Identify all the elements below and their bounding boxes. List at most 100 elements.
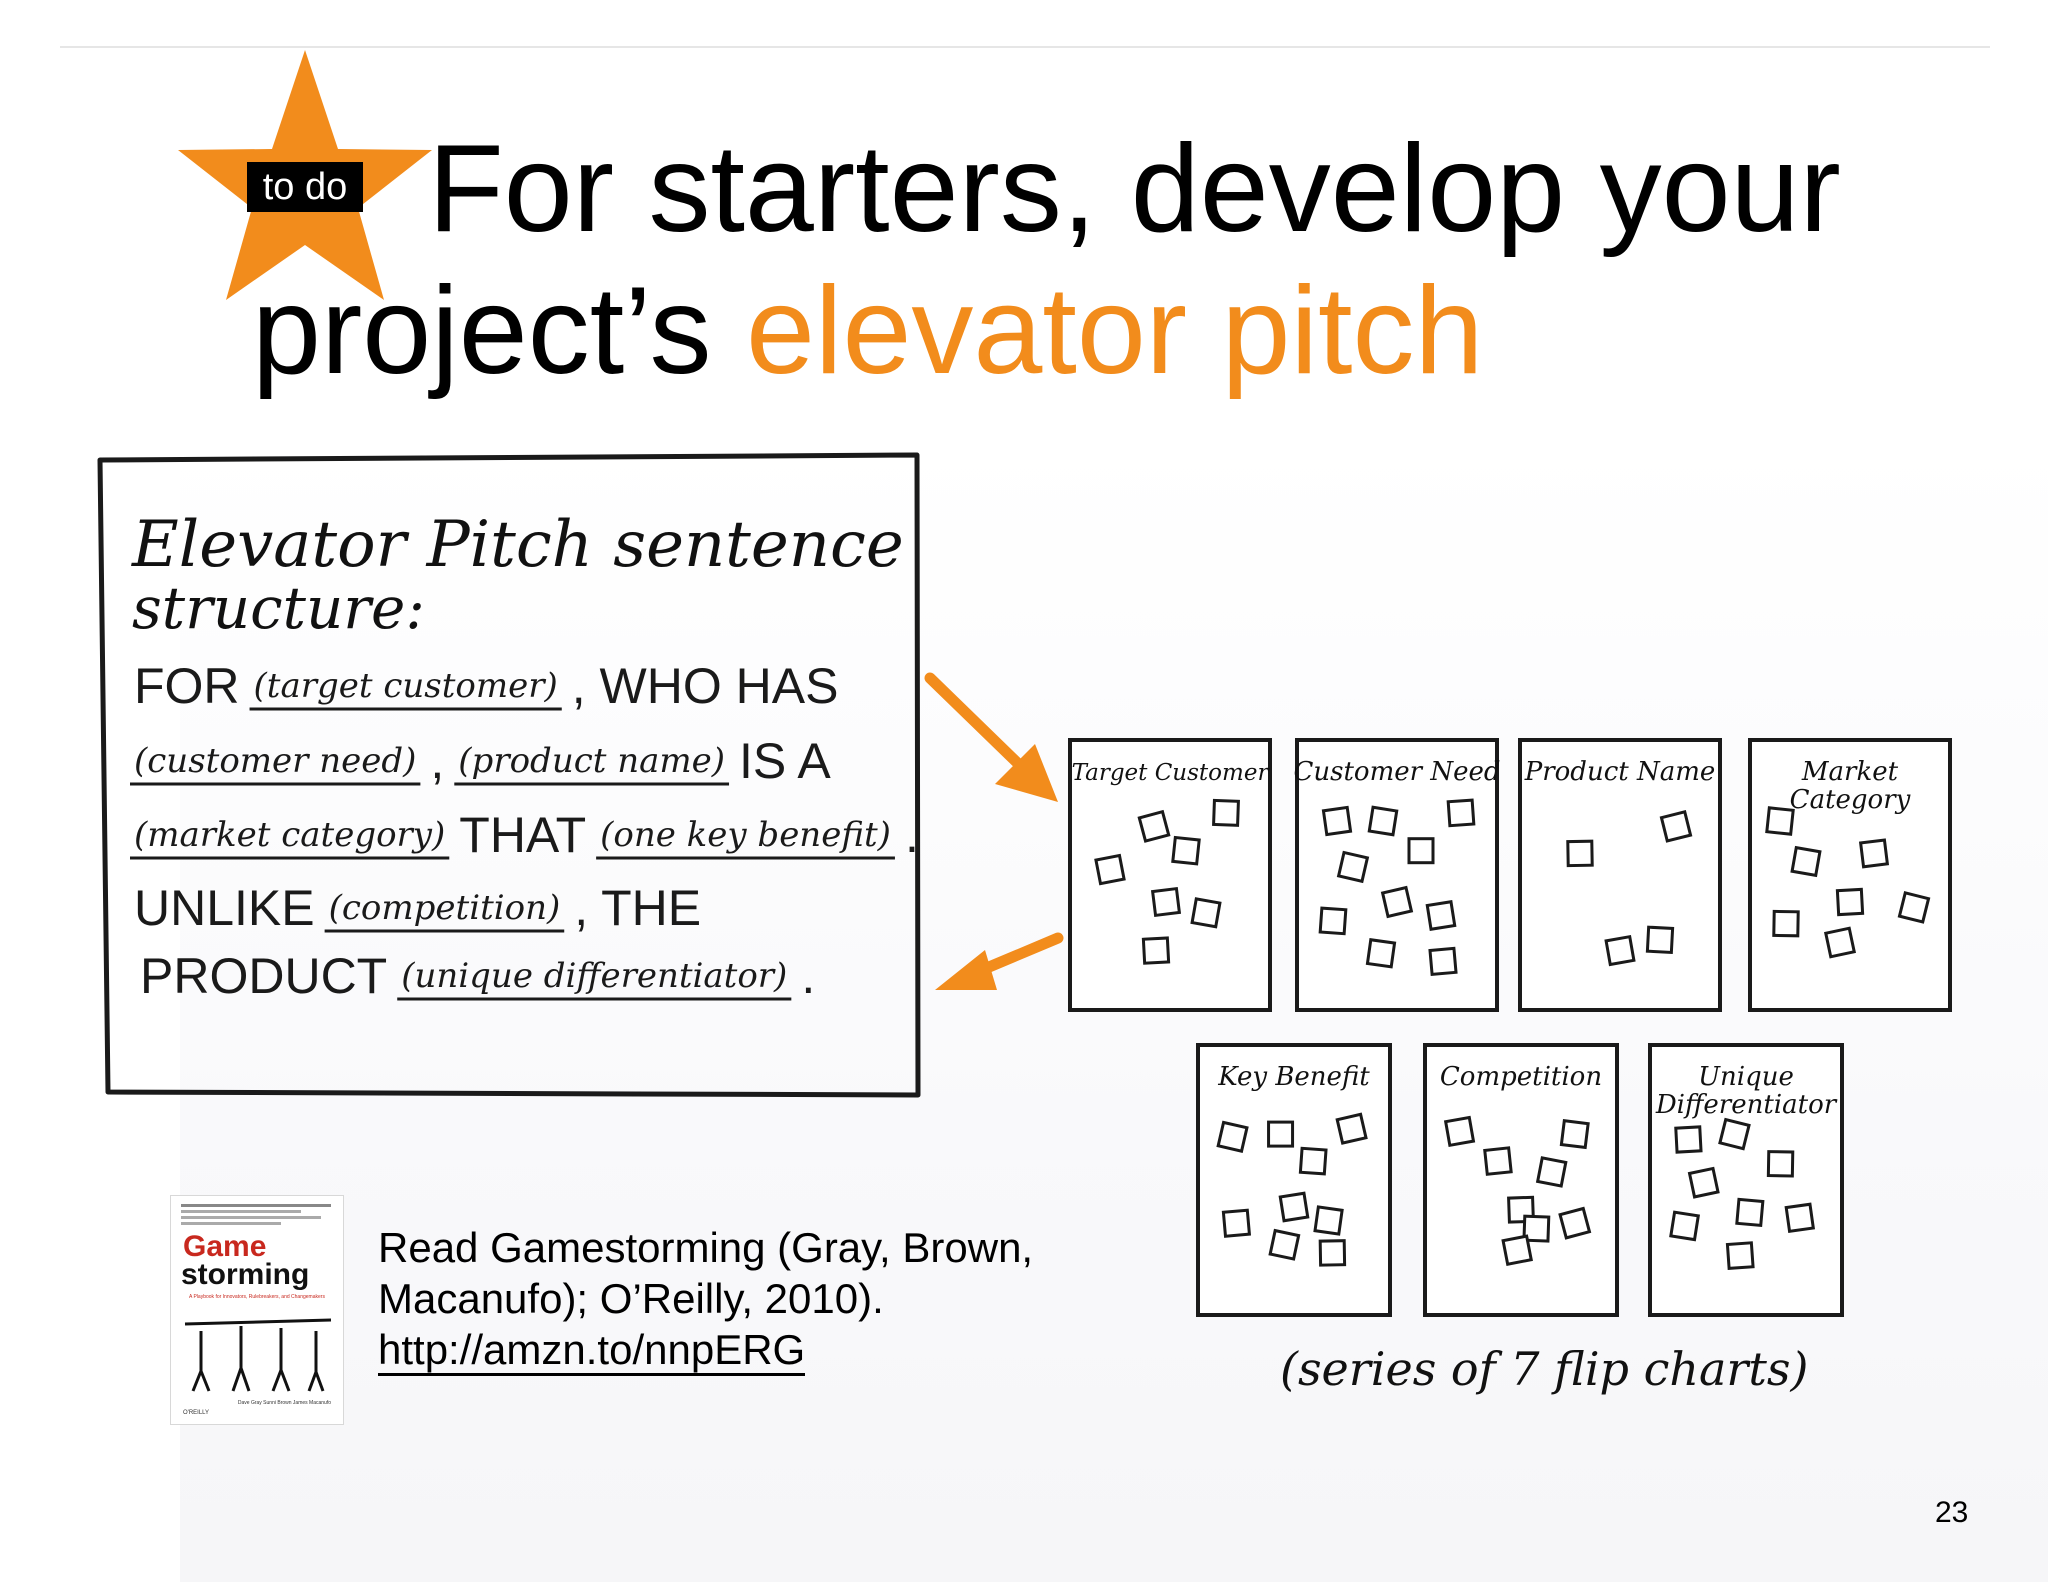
sticky-note xyxy=(1835,887,1865,917)
sticky-note xyxy=(1318,1239,1347,1267)
pitch-word: FOR xyxy=(134,658,240,714)
sticky-note xyxy=(1150,886,1182,918)
flip-chart-board xyxy=(1295,738,1499,1012)
flip-chart-board xyxy=(1648,1043,1844,1317)
sticky-note xyxy=(1483,1146,1513,1176)
flip-chart-board xyxy=(1748,738,1952,1012)
sticky-note xyxy=(1897,891,1931,924)
book-cover: Game storming A Playbook for Innovators,… xyxy=(170,1195,344,1425)
sticky-note xyxy=(1559,1119,1590,1150)
flip-chart-label: Market xyxy=(1801,757,1899,787)
pitch-blank: (one key benefit) xyxy=(600,815,891,855)
pitch-word: IS A xyxy=(739,733,831,789)
sticky-note xyxy=(1380,885,1414,919)
sticky-note xyxy=(1268,1228,1301,1261)
todo-badge: to do xyxy=(247,162,363,212)
sticky-note xyxy=(1365,938,1397,969)
sticky-note xyxy=(1335,1112,1368,1145)
pitch-heading-1: Elevator Pitch sentence xyxy=(131,508,904,582)
sticky-note xyxy=(1171,835,1201,866)
sticky-note xyxy=(1321,805,1353,837)
flip-chart-label: Unique xyxy=(1698,1062,1794,1092)
sticky-note xyxy=(1718,1117,1751,1151)
sticky-note xyxy=(1501,1234,1533,1267)
pitch-word: PRODUCT xyxy=(140,948,387,1004)
pitch-heading-2: structure: xyxy=(132,574,425,642)
sticky-note xyxy=(1425,900,1457,931)
sticky-note xyxy=(1766,1150,1795,1178)
sticky-note xyxy=(1313,1205,1344,1236)
sticky-note xyxy=(1367,805,1399,837)
pitch-blank: (product name) xyxy=(458,741,725,781)
sticky-note xyxy=(1735,1197,1765,1228)
sticky-note xyxy=(1669,1210,1701,1242)
sticky-note xyxy=(1443,1115,1476,1148)
sticky-note xyxy=(1725,1241,1755,1271)
page-number: 23 xyxy=(1935,1496,1969,1529)
pitch-blank: (unique differentiator) xyxy=(401,956,787,996)
flip-chart-label: Target Customer xyxy=(1072,760,1271,786)
sticky-note xyxy=(1216,1120,1249,1153)
sticky-note xyxy=(1446,798,1476,828)
header-rule xyxy=(60,46,1990,48)
pitch-blank: (competition) xyxy=(329,888,561,928)
flip-charts: Target Customer Customer Need Product Name… xyxy=(1068,738,1952,1317)
sticky-note xyxy=(1772,909,1800,938)
title-line-2: project’s elevator pitch xyxy=(252,260,1992,402)
sticky-note xyxy=(1336,850,1370,884)
pitch-word: . xyxy=(905,807,919,863)
sticky-note xyxy=(1318,906,1348,936)
pitch-sentence-rows: FOR (target customer) , WHO HAS (customer n… xyxy=(130,658,919,1004)
pitch-word: . xyxy=(801,948,815,1004)
book-title-top: Game xyxy=(183,1230,266,1263)
sticky-note xyxy=(1212,798,1240,827)
pitch-word: , WHO HAS xyxy=(572,658,839,714)
pitch-word: UNLIKE xyxy=(134,880,315,936)
pitch-box-frame xyxy=(97,452,921,1098)
sticky-note xyxy=(1604,934,1636,967)
pitch-word: , THE xyxy=(574,880,701,936)
flip-chart-label: Customer Need xyxy=(1294,757,1501,787)
sticky-note xyxy=(1823,926,1857,959)
amazon-link[interactable]: http://amzn.to/nnpERG xyxy=(378,1326,806,1376)
pitch-blank: (market category) xyxy=(134,815,445,855)
flip-chart-label: Differentiator xyxy=(1655,1090,1838,1120)
pitch-blank: (customer need) xyxy=(134,741,416,781)
flip-chart-label: Category xyxy=(1790,785,1911,815)
flip-chart-label: Product Name xyxy=(1524,757,1716,787)
flip-chart-board xyxy=(1518,738,1722,1012)
sticky-note xyxy=(1221,1208,1252,1238)
sticky-note xyxy=(1278,1191,1310,1223)
title-accent: elevator pitch xyxy=(745,262,1484,400)
pitch-blank: (target customer) xyxy=(254,666,558,706)
sticky-note xyxy=(1141,936,1171,965)
slide-title: For starters, develop your project’s ele… xyxy=(252,118,1992,402)
arrow-left-icon xyxy=(935,932,1064,990)
reference-line-2: Macanufo); O’Reilly, 2010). xyxy=(378,1275,884,1322)
arrow-right-icon xyxy=(924,672,1058,802)
flip-caption: (series of 7 flip charts) xyxy=(1280,1342,1808,1396)
sticky-note xyxy=(1407,837,1435,865)
title-line-1: For starters, develop your xyxy=(428,120,1841,258)
book-authors: Dave Gray Sunni Brown James Macanufo xyxy=(238,1400,331,1406)
sticky-note xyxy=(1298,1146,1328,1176)
sticky-note xyxy=(1566,839,1594,868)
sticky-note xyxy=(1522,1214,1551,1243)
book-publisher: O'REILLY xyxy=(183,1410,209,1416)
flip-chart-label: Key Benefit xyxy=(1217,1062,1370,1092)
sticky-note xyxy=(1137,809,1171,843)
sticky-note xyxy=(1645,925,1675,954)
sticky-note xyxy=(1190,897,1222,929)
sticky-note xyxy=(1765,806,1795,836)
sticky-note xyxy=(1094,853,1126,886)
reference-text: Read Gamestorming (Gray, Brown, Macanufo… xyxy=(378,1222,1034,1376)
flip-chart-board xyxy=(1423,1043,1619,1317)
sticky-note xyxy=(1687,1166,1720,1199)
reference-line-1: Read Gamestorming (Gray, Brown, xyxy=(378,1224,1034,1271)
sticky-note xyxy=(1790,845,1822,878)
book-title-bottom: storming xyxy=(181,1258,309,1291)
sticky-note xyxy=(1535,1156,1568,1188)
book-subtitle: A Playbook for Innovators, Rulebreakers,… xyxy=(189,1294,325,1300)
sticky-note xyxy=(1558,1206,1592,1240)
